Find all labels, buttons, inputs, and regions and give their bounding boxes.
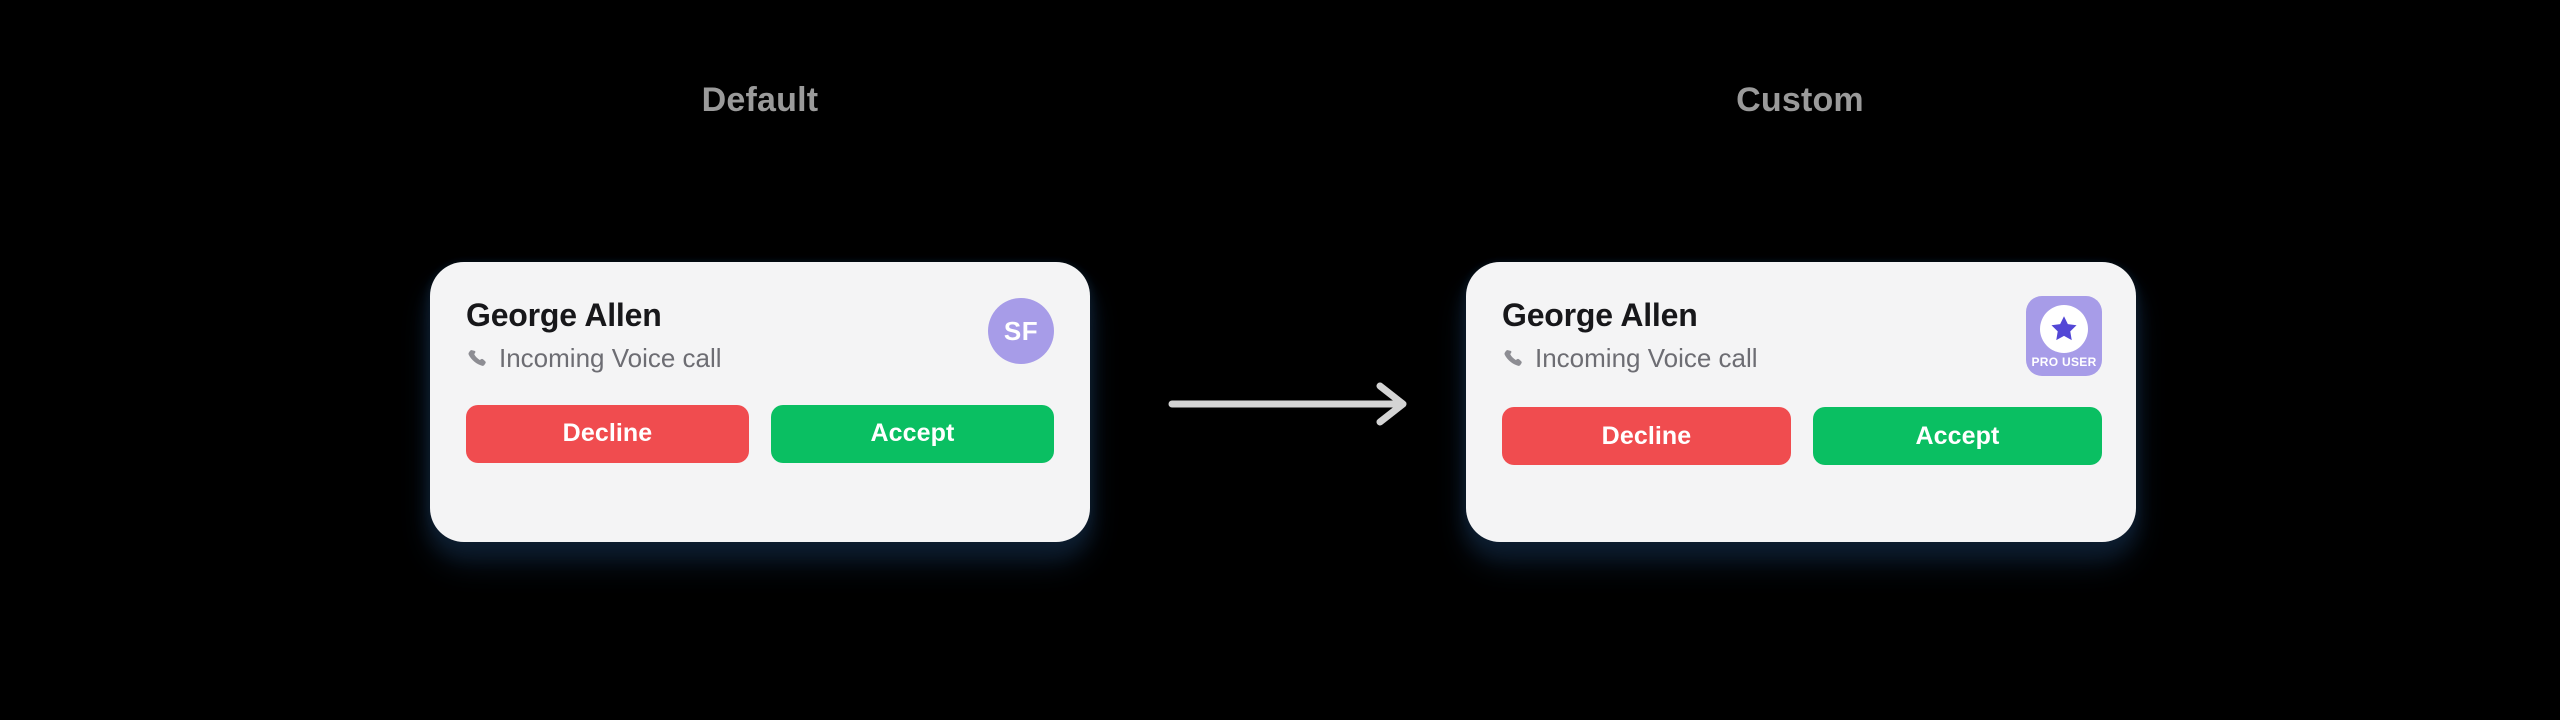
accept-button[interactable]: Accept (1813, 407, 2102, 465)
custom-card-header: George Allen Incoming Voice call PRO USE… (1502, 296, 2102, 376)
caller-name: George Allen (466, 297, 662, 333)
default-card-header: George Allen Incoming Voice call SF (466, 296, 1054, 374)
star-icon (2051, 315, 2077, 340)
column-label-default: Default (701, 81, 819, 119)
default-call-status-row: Incoming Voice call (466, 342, 722, 374)
custom-call-status-row: Incoming Voice call (1502, 342, 1758, 374)
default-card-actions: Decline Accept (466, 404, 1054, 463)
decline-button[interactable]: Decline (1502, 407, 1791, 465)
decline-button[interactable]: Decline (466, 404, 749, 463)
custom-call-card: George Allen Incoming Voice call PRO USE… (1466, 262, 2136, 542)
avatar: SF (988, 298, 1054, 364)
default-caller-info: George Allen Incoming Voice call (466, 296, 722, 374)
pro-badge-disc (2040, 304, 2088, 353)
custom-card-actions: Decline Accept (1502, 407, 2102, 465)
pro-user-badge: PRO USER (2026, 296, 2102, 376)
default-call-card: George Allen Incoming Voice call SF Decl… (430, 262, 1090, 542)
pro-badge-label: PRO USER (2031, 354, 2097, 369)
caller-name: George Allen (1502, 297, 1698, 333)
accept-button[interactable]: Accept (771, 404, 1054, 463)
phone-handset-icon (468, 349, 486, 366)
call-status-text: Incoming Voice call (499, 342, 722, 373)
column-label-custom: Custom (1736, 81, 1864, 119)
call-status-text: Incoming Voice call (1535, 342, 1758, 373)
phone-handset-icon (1504, 349, 1522, 366)
custom-caller-info: George Allen Incoming Voice call (1502, 296, 1758, 374)
arrow-right-icon (1168, 382, 1407, 426)
